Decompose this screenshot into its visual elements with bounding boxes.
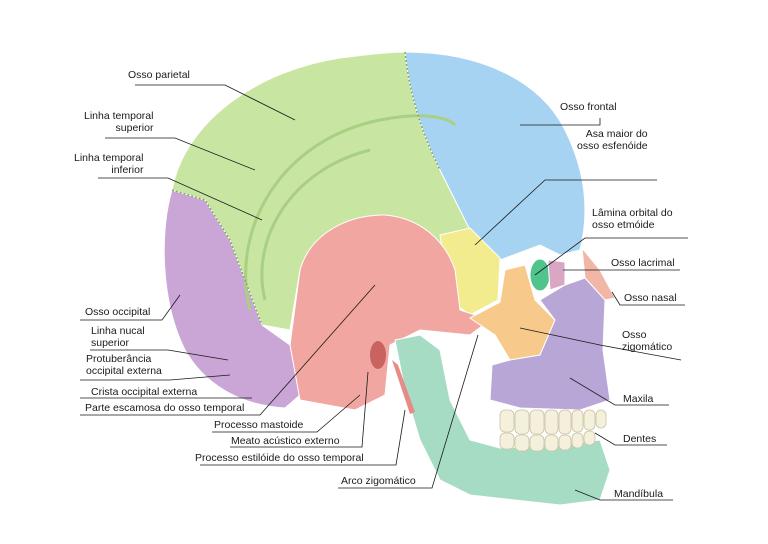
temporal-bone xyxy=(289,214,492,411)
label-osso-lacrimal: Osso lacrimal xyxy=(611,257,675,269)
label-processo-estiloide: Processo estilóide do osso temporal xyxy=(195,452,364,464)
label-line-1: Linha temporal xyxy=(74,152,144,164)
zygomatic-bone xyxy=(469,264,556,361)
label-line-2: osso etmóide xyxy=(592,219,655,231)
label-line-1: Protuberância xyxy=(86,353,152,365)
label-mandibula: Mandíbula xyxy=(614,488,664,500)
leader-lines xyxy=(80,84,688,501)
maxilla-bone xyxy=(489,277,611,411)
occipital-bone xyxy=(163,189,301,409)
label-lamina-orbital-etmoide: Lâmina orbital do osso etmóide xyxy=(592,207,673,231)
label-line-1: Osso xyxy=(622,329,647,341)
teeth xyxy=(499,409,607,452)
label-protuberancia-occipital-externa: Protuberância occipital externa xyxy=(86,353,162,377)
label-osso-parietal: Osso parietal xyxy=(128,69,190,81)
label-line-1: Lâmina orbital do xyxy=(592,207,673,219)
label-line-2: occipital externa xyxy=(86,365,162,377)
label-line-2: superior xyxy=(115,122,154,134)
label-line-1: Asa maior do xyxy=(585,128,648,140)
label-line-2: superior xyxy=(91,337,129,349)
label-line-2: inferior xyxy=(111,164,144,176)
label-osso-frontal: Osso frontal xyxy=(560,101,617,113)
label-line-1: Linha temporal xyxy=(84,110,154,122)
ethmoid-bone xyxy=(529,258,551,292)
label-osso-zigomatico: Osso zigomático xyxy=(622,329,672,353)
label-processo-mastoide: Processo mastoide xyxy=(214,419,304,431)
label-osso-occipital: Osso occipital xyxy=(85,306,151,318)
label-crista-occipital-externa: Crista occipital externa xyxy=(91,386,198,398)
label-maxila: Maxila xyxy=(623,393,654,405)
label-line-2: zigomático xyxy=(622,341,673,353)
label-linha-temporal-inferior: Linha temporal inferior xyxy=(74,152,143,176)
label-asa-maior-esfenoide: Asa maior do osso esfenóide xyxy=(577,128,648,152)
coronal-suture xyxy=(404,51,441,171)
label-linha-nucal-superior: Linha nucal superior xyxy=(91,325,145,349)
label-meato-acustico-externo: Meato acústico externo xyxy=(231,435,340,447)
label-line-2: osso esfenóide xyxy=(577,140,648,152)
label-linha-temporal-superior: Linha temporal superior xyxy=(84,110,153,134)
nasal-bone xyxy=(581,246,616,301)
lambdoid-suture xyxy=(171,189,263,326)
label-dentes: Dentes xyxy=(623,433,657,445)
mandible-bone xyxy=(394,334,611,506)
label-osso-nasal: Osso nasal xyxy=(624,292,677,304)
lacrimal-bone xyxy=(547,259,566,291)
label-arco-zigomatico: Arco zigomático xyxy=(341,475,416,487)
label-line-1: Linha nucal xyxy=(91,325,145,337)
styloid-process xyxy=(392,360,415,414)
temporal-lines xyxy=(244,114,457,311)
label-parte-escamosa: Parte escamosa do osso temporal xyxy=(85,402,245,414)
external-acoustic-meatus xyxy=(370,341,386,369)
